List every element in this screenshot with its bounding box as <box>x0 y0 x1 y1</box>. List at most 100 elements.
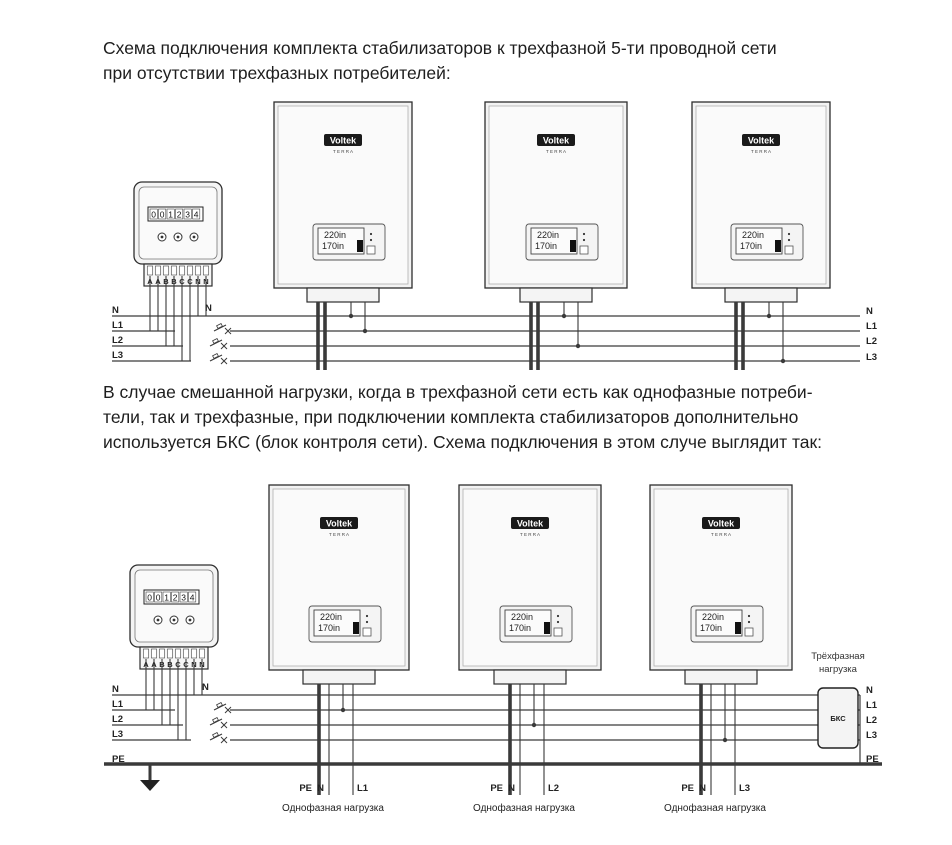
meter-terminal <box>155 265 161 276</box>
single-phase-load-caption: Однофазная нагрузка <box>473 802 575 814</box>
wire-label-right-l3: L3 <box>866 730 877 741</box>
meter-face <box>138 186 218 260</box>
meter-terminal <box>147 265 153 276</box>
meter-digit-cell <box>166 208 175 220</box>
meter-digit: 0 <box>160 210 165 220</box>
voltek-logo <box>511 517 549 529</box>
breaker-contact <box>209 339 223 347</box>
wire-label-left-l2: L2 <box>112 714 123 725</box>
breaker-handle <box>212 337 219 345</box>
voltek-logo-text: Voltek <box>748 136 775 146</box>
meter-screw-center <box>188 618 192 622</box>
terminal-box <box>519 287 593 303</box>
meter-digit-cell <box>162 591 171 603</box>
display-screen <box>695 609 743 637</box>
breaker-switch <box>209 716 228 729</box>
meter-terminal <box>183 648 189 659</box>
three-phase-load-caption-2: нагрузка <box>819 664 858 675</box>
bks-label: БКС <box>830 714 846 723</box>
voltek-logo <box>324 134 362 146</box>
terminal-box <box>724 287 798 303</box>
display-reading-2: 170in <box>322 241 344 251</box>
terra-label: T E R R A <box>546 149 566 154</box>
display-reading-1: 220in <box>537 230 559 240</box>
display-indicator <box>570 240 576 252</box>
display-screen <box>530 227 578 255</box>
electricity-meter: 001234AABBCCNN <box>129 564 219 670</box>
display-reading-1: 220in <box>702 612 724 622</box>
voltek-logo <box>702 517 740 529</box>
meter-terminal <box>187 265 193 276</box>
meter-terminal <box>163 265 169 276</box>
breaker-cross <box>224 327 232 335</box>
neutral-junction <box>561 313 567 319</box>
meter-digit-cell <box>179 591 188 603</box>
display-screen <box>504 609 552 637</box>
meter-terminal-strip <box>143 263 213 287</box>
meter-terminal <box>179 265 185 276</box>
output-label-pe: PE <box>490 783 503 794</box>
phase-junction <box>362 328 368 334</box>
voltek-logo-text: Voltek <box>517 519 544 529</box>
led-dot <box>556 614 560 618</box>
display-reading-2: 170in <box>740 241 762 251</box>
terra-label: T E R R A <box>751 149 771 154</box>
meter-screw-center <box>172 618 176 622</box>
phase-junction <box>340 707 346 713</box>
meter-terminal <box>199 648 205 659</box>
electricity-meter: 001234AABBCCNN <box>133 181 223 287</box>
voltek-logo <box>537 134 575 146</box>
meter-digit: 0 <box>147 593 152 603</box>
breaker-contact <box>209 733 223 741</box>
terminal-box <box>302 669 376 685</box>
breaker-switch <box>213 322 232 335</box>
neutral-junction <box>348 313 354 319</box>
mixed-load-paragraph: В случае смешанной нагрузки, когда в тре… <box>103 380 903 455</box>
breaker-cross <box>220 357 228 365</box>
wire-label-left-l1: L1 <box>112 320 124 331</box>
wire-label-left-l2: L2 <box>112 335 123 346</box>
meter-digit-cell <box>154 591 163 603</box>
meter-digit-cell <box>149 208 158 220</box>
output-label-n: N <box>699 783 706 794</box>
wire-label-right-l3: L3 <box>866 352 877 363</box>
terra-label: T E R R A <box>329 532 349 537</box>
wire-label-right-l1: L1 <box>866 700 878 711</box>
meter-digit: 1 <box>168 210 173 220</box>
meter-terminal <box>167 648 173 659</box>
wire-label-right-l2: L2 <box>866 715 877 726</box>
led-dot <box>582 238 586 242</box>
wire-label-left-n: N <box>112 305 119 316</box>
control-button <box>362 627 372 637</box>
breaker-handle <box>216 322 223 330</box>
meter-digit: 2 <box>177 210 182 220</box>
meter-digit: 2 <box>173 593 178 603</box>
meter-screw-center <box>176 235 180 239</box>
display-indicator <box>735 622 741 634</box>
display-reading-1: 220in <box>511 612 533 622</box>
led-dot <box>747 614 751 618</box>
wire-label-left-n: N <box>112 684 119 695</box>
meter-digit-cell <box>158 208 167 220</box>
display-indicator <box>775 240 781 252</box>
terminal-box <box>684 669 758 685</box>
intro-line-2: при отсутствии трехфазных потребителей: <box>103 63 451 83</box>
display-reading-2: 170in <box>509 623 531 633</box>
meter-digit-cell <box>183 208 192 220</box>
control-button <box>579 245 589 255</box>
phase-junction <box>722 737 728 743</box>
meter-digit-cell <box>188 591 197 603</box>
breaker-contact <box>213 324 227 332</box>
meter-screw-center <box>160 235 164 239</box>
meter-screw-center <box>156 618 160 622</box>
led-dot <box>369 232 373 236</box>
output-label-phase: L3 <box>739 783 750 794</box>
wire-label-right-n: N <box>866 306 873 317</box>
wire-label-left-l3: L3 <box>112 729 123 740</box>
voltek-logo-text: Voltek <box>708 519 735 529</box>
display-indicator <box>544 622 550 634</box>
